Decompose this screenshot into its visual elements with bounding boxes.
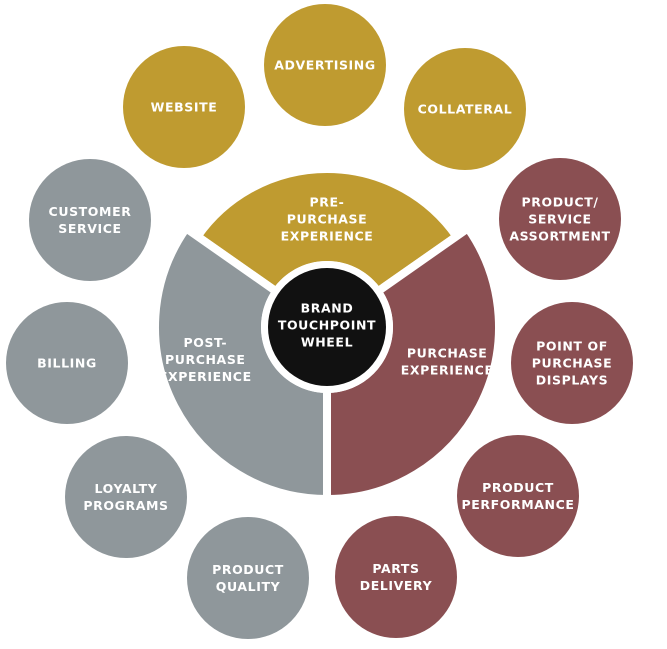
touchpoint-parts-delivery-label-line-2: DELIVERY <box>360 578 433 593</box>
touchpoint-website: WEBSITE <box>123 46 245 168</box>
touchpoint-billing-circle <box>6 302 128 424</box>
touchpoint-advertising-circle <box>264 4 386 126</box>
center-label-line-3: WHEEL <box>301 335 353 350</box>
touchpoint-point-of-purchase-displays: POINT OF PURCHASE DISPLAYS <box>511 302 633 424</box>
touchpoint-product-performance-circle <box>457 435 579 557</box>
touchpoint-loyalty-programs: LOYALTY PROGRAMS <box>65 436 187 558</box>
touchpoint-collateral-label-line-1: COLLATERAL <box>418 102 513 117</box>
touchpoint-product-service-assortment-label-line-2: SERVICE <box>528 212 591 227</box>
touchpoint-product-performance-label-line-2: PERFORMANCE <box>461 497 574 512</box>
wheel-center: BRAND TOUCHPOINT WHEEL <box>261 261 393 393</box>
touchpoint-billing: BILLING <box>6 302 128 424</box>
touchpoint-product-performance: PRODUCT PERFORMANCE <box>457 435 579 557</box>
touchpoint-product-service-assortment-label-line-3: ASSORTMENT <box>509 229 610 244</box>
touchpoint-product-service-assortment: PRODUCT/SERVICE ASSORTMENT <box>499 158 621 280</box>
touchpoint-customer-service: CUSTOMER SERVICE <box>29 159 151 281</box>
segment-post-purchase-label-line-1: POST- <box>183 335 227 350</box>
segment-post-purchase-label-line-3: EXPERIENCE <box>159 369 252 384</box>
touchpoint-product-service-assortment-circle <box>499 158 621 280</box>
touchpoint-point-of-purchase-displays-label-line-1: POINT OF <box>536 339 608 354</box>
touchpoint-point-of-purchase-displays-label-line-2: PURCHASE <box>532 356 613 371</box>
touchpoint-collateral-circle <box>404 48 526 170</box>
touchpoint-product-quality-label-line-2: QUALITY <box>216 579 281 594</box>
touchpoint-advertising: ADVERTISING <box>264 4 386 126</box>
wheel-segments: PRE- PURCHASE EXPERIENCE PURCHASE EXPERIENCE… <box>151 165 503 504</box>
segment-pre-purchase-label-line-2: PURCHASE <box>287 212 368 227</box>
segment-pre-purchase-label-line-3: EXPERIENCE <box>281 229 374 244</box>
touchpoint-parts-delivery-circle <box>335 516 457 638</box>
touchpoint-product-service-assortment-label-line-1: PRODUCT/ <box>521 195 598 210</box>
segment-purchase-label-line-1: PURCHASE <box>407 345 488 360</box>
touchpoint-customer-service-circle <box>29 159 151 281</box>
touchpoint-customer-service-label-line-2: SERVICE <box>58 221 121 236</box>
touchpoint-circles: ADVERTISING COLLATERAL PRODUCT/SERVICE ASSO… <box>6 4 633 639</box>
segment-pre-purchase-label-line-1: PRE- <box>310 195 345 210</box>
touchpoint-billing-label-line-1: BILLING <box>37 356 97 371</box>
touchpoint-advertising-label-line-1: ADVERTISING <box>274 58 375 73</box>
touchpoint-customer-service-label-line-1: CUSTOMER <box>49 204 132 219</box>
touchpoint-collateral: COLLATERAL <box>404 48 526 170</box>
segment-purchase-label-line-2: EXPERIENCE <box>401 362 494 377</box>
touchpoint-point-of-purchase-displays-label-line-3: DISPLAYS <box>536 373 609 388</box>
touchpoint-product-quality: PRODUCT QUALITY <box>187 517 309 639</box>
touchpoint-parts-delivery-label-line-1: PARTS <box>372 561 419 576</box>
segment-post-purchase-label-line-2: PURCHASE <box>165 352 246 367</box>
touchpoint-product-quality-circle <box>187 517 309 639</box>
center-label-line-2: TOUCHPOINT <box>278 318 376 333</box>
center-circle <box>268 268 386 386</box>
center-label-line-1: BRAND <box>301 301 354 316</box>
touchpoint-product-performance-label-line-1: PRODUCT <box>482 480 554 495</box>
touchpoint-loyalty-programs-label-line-2: PROGRAMS <box>83 498 168 513</box>
touchpoint-loyalty-programs-circle <box>65 436 187 558</box>
touchpoint-parts-delivery: PARTS DELIVERY <box>335 516 457 638</box>
touchpoint-product-quality-label-line-1: PRODUCT <box>212 562 284 577</box>
touchpoint-point-of-purchase-displays-circle <box>511 302 633 424</box>
touchpoint-loyalty-programs-label-line-1: LOYALTY <box>95 481 158 496</box>
touchpoint-website-label-line-1: WEBSITE <box>151 100 218 115</box>
touchpoint-website-circle <box>123 46 245 168</box>
